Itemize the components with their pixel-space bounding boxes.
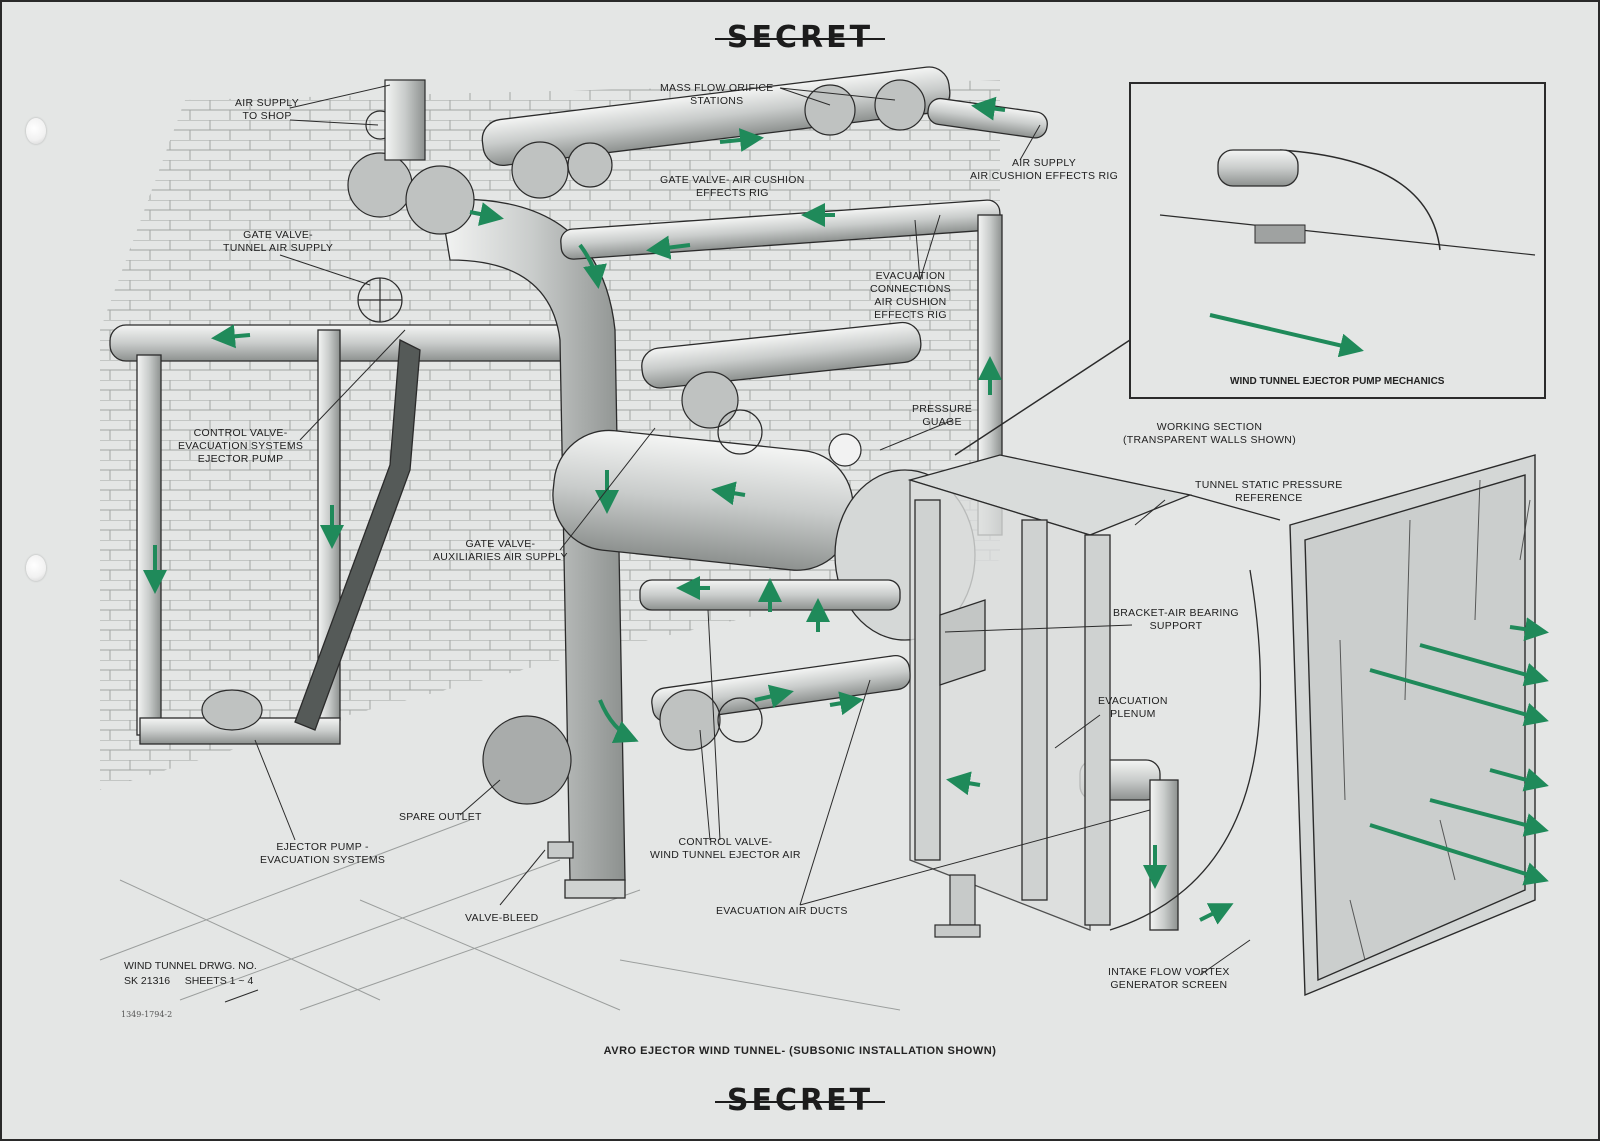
label-ejector-pump: EJECTOR PUMP -EVACUATION SYSTEMS [260, 841, 386, 866]
valves [201, 79, 926, 805]
label-valve-bleed: VALVE-BLEED [465, 912, 539, 924]
label-control-valve-wind-tunnel: CONTROL VALVE-WIND TUNNEL EJECTOR AIR [650, 836, 801, 861]
label-evacuation-air-ducts: EVACUATION AIR DUCTS [716, 905, 848, 917]
flow-arrows [143, 96, 1549, 925]
label-gate-valve-tunnel: GATE VALVE-TUNNEL AIR SUPPLY [223, 229, 334, 254]
floor-lines [99, 819, 901, 1011]
working-section [907, 454, 1281, 931]
binder-hole [26, 555, 46, 581]
label-spare-outlet: SPARE OUTLET [399, 811, 482, 823]
label-gate-valve-auxiliaries: GATE VALVE-AUXILIARIES AIR SUPPLY [433, 538, 568, 563]
intake-screen [1289, 454, 1536, 997]
floor-bracket [547, 841, 981, 938]
inset-title: WIND TUNNEL EJECTOR PUMP MECHANICS [1230, 376, 1445, 387]
inset-box [954, 82, 1546, 456]
stamp-number: 1349-1794-2 [121, 1010, 173, 1019]
label-control-valve-evacuation: CONTROL VALVE-EVACUATION SYSTEMS EJECTOR… [178, 427, 304, 465]
drawing-number: WIND TUNNEL DRWG. NO. SK 21316 SHEETS 1 … [124, 960, 257, 987]
figure-caption: AVRO EJECTOR WIND TUNNEL- (SUBSONIC INST… [603, 1045, 997, 1057]
label-working-section: WORKING SECTION(TRANSPARENT WALLS SHOWN) [1123, 421, 1296, 446]
binder-hole [26, 118, 46, 144]
classification-bottom: SECRET [0, 1083, 1600, 1118]
leader-lines [224, 84, 1251, 1003]
classification-top: SECRET [0, 20, 1600, 55]
